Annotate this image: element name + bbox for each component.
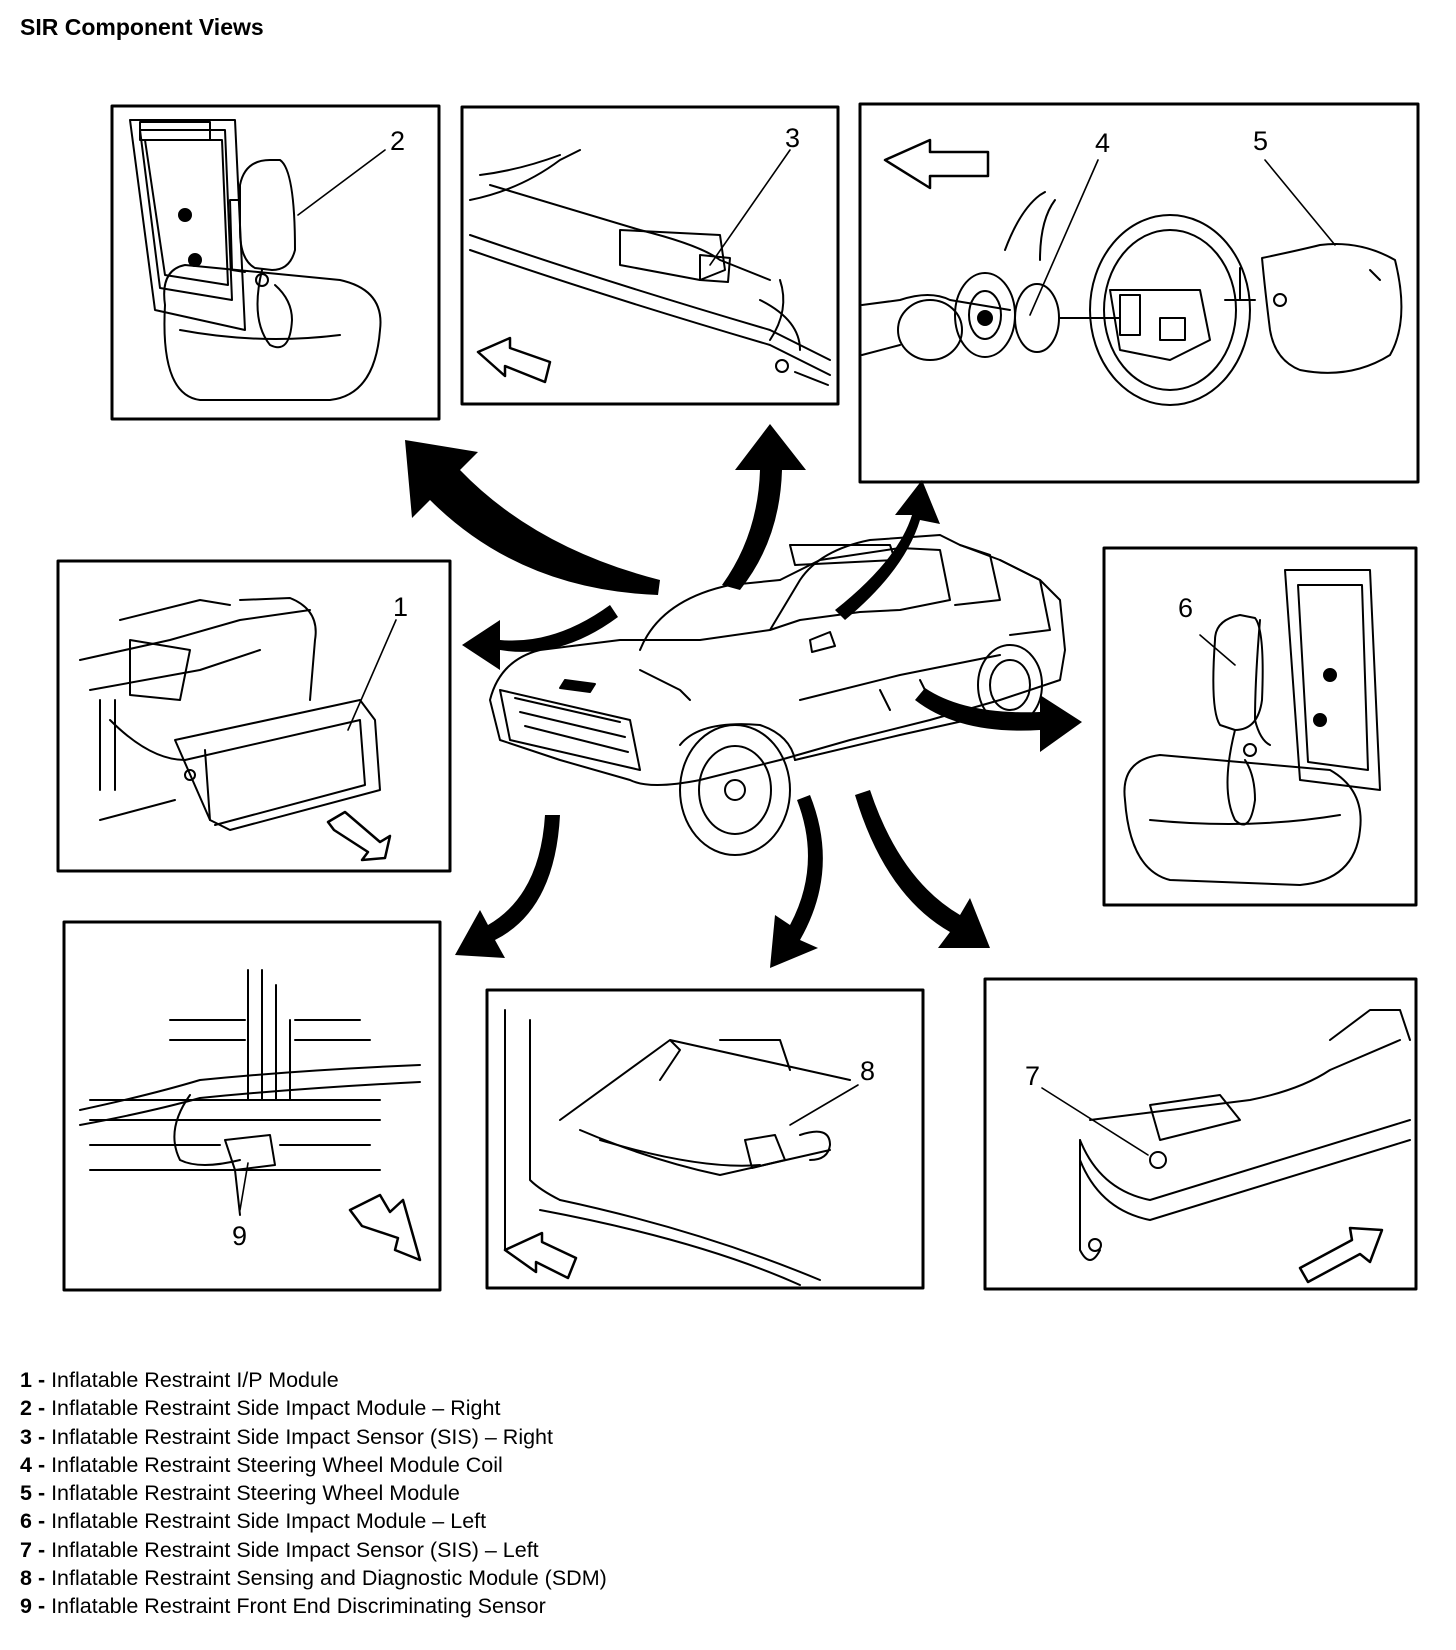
component-legend: 1 - Inflatable Restraint I/P Module 2 - … xyxy=(20,1366,607,1621)
view-panel-6 xyxy=(1102,546,1418,907)
legend-item: 3 - Inflatable Restraint Side Impact Sen… xyxy=(20,1424,553,1449)
callout-1: 1 xyxy=(393,592,408,622)
legend-item: 9 - Inflatable Restraint Front End Discr… xyxy=(20,1594,546,1619)
callout-4: 4 xyxy=(1095,128,1110,158)
callout-8: 8 xyxy=(860,1056,875,1086)
legend-item: 6 - Inflatable Restraint Side Impact Mod… xyxy=(20,1509,487,1534)
callout-leaders xyxy=(239,149,1336,1211)
legend-item: 7 - Inflatable Restraint Side Impact Sen… xyxy=(20,1537,539,1562)
view-panel-3 xyxy=(460,105,840,406)
pointer-arrows xyxy=(405,424,1082,968)
legend-item: 8 - Inflatable Restraint Sensing and Dia… xyxy=(20,1566,607,1591)
callout-6: 6 xyxy=(1178,593,1193,623)
legend-item: 1 - Inflatable Restraint I/P Module xyxy=(20,1368,339,1392)
view-panel-1 xyxy=(56,559,452,873)
view-panel-9 xyxy=(62,920,442,1292)
callout-numbers: 2 3 4 5 1 6 7 8 9 xyxy=(232,123,1268,1251)
view-panel-8 xyxy=(485,988,925,1290)
callout-3: 3 xyxy=(785,123,800,153)
page-title: SIR Component Views xyxy=(20,14,264,40)
legend-item: 5 - Inflatable Restraint Steering Wheel … xyxy=(20,1481,460,1506)
view-panel-2 xyxy=(110,104,441,421)
callout-9: 9 xyxy=(232,1221,247,1251)
callout-2: 2 xyxy=(390,126,405,156)
legend-item: 4 - Inflatable Restraint Steering Wheel … xyxy=(20,1452,503,1477)
view-panel-4-5 xyxy=(858,102,1420,484)
sir-component-diagram: 2 3 4 5 1 6 7 8 9 xyxy=(56,102,1420,1292)
legend-item: 2 - Inflatable Restraint Side Impact Mod… xyxy=(20,1396,501,1421)
view-panel-7 xyxy=(983,977,1418,1291)
callout-5: 5 xyxy=(1253,126,1268,156)
callout-7: 7 xyxy=(1025,1061,1040,1091)
